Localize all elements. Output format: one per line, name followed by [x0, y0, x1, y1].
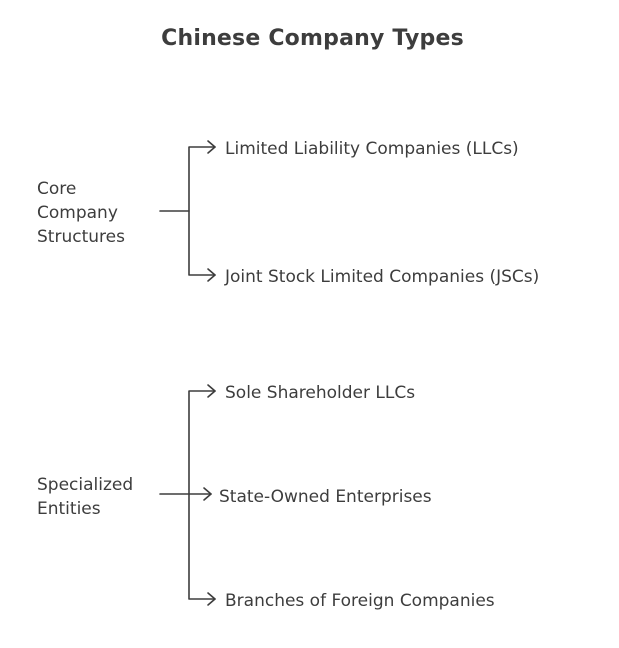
- group-1-bracket: [188, 146, 216, 276]
- leaf-llcs: Limited Liability Companies (LLCs): [225, 139, 519, 159]
- arrowhead-5: [207, 592, 216, 606]
- leaf-state-owned-enterprises: State-Owned Enterprises: [219, 487, 432, 507]
- leaf-jscs: Joint Stock Limited Companies (JSCs): [225, 267, 540, 287]
- group-label-line: Entities: [37, 499, 101, 519]
- leaf-sole-shareholder-llcs: Sole Shareholder LLCs: [225, 383, 416, 403]
- group-2-bracket: [188, 390, 216, 600]
- group-label-line: Core: [37, 179, 77, 199]
- leaf-branches-foreign-companies: Branches of Foreign Companies: [225, 591, 495, 611]
- diagram-title: Chinese Company Types: [161, 26, 464, 51]
- arrowhead-1: [207, 140, 216, 154]
- group-label-line: Company: [37, 203, 118, 223]
- arrowhead-4: [203, 487, 212, 501]
- group-label-line: Structures: [37, 227, 125, 247]
- group-label-core-structures: Core Company Structures: [37, 177, 125, 249]
- group-label-line: Specialized: [37, 475, 134, 495]
- arrowhead-3: [207, 384, 216, 398]
- group-label-specialized-entities: Specialized Entities: [37, 473, 133, 521]
- arrowhead-2: [207, 268, 216, 282]
